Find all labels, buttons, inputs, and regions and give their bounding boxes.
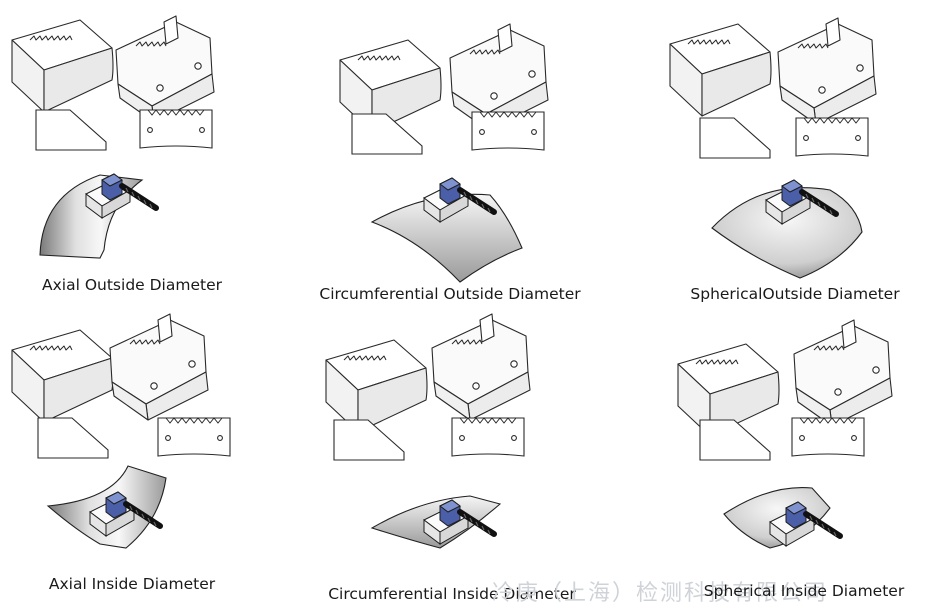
set-axial-inside — [11, 313, 231, 549]
caption-axial-inside: Axial Inside Diameter — [48, 575, 216, 593]
set-spherical-inside — [677, 319, 893, 548]
set-axial-outside — [11, 15, 215, 259]
caption-circumferential-inside: Circumferential Inside Diameter — [328, 585, 576, 603]
set-circumferential-outside — [339, 23, 549, 283]
caption-spherical-inside: Spherical Inside Diameter — [703, 582, 905, 600]
set-circumferential-inside — [325, 313, 531, 549]
set-spherical-outside — [669, 17, 877, 279]
spherical-outside-shoe — [711, 187, 863, 279]
caption-spherical-outside: SphericalOutside Diameter — [690, 285, 900, 303]
caption-axial-outside: Axial Outside Diameter — [42, 276, 222, 294]
watermark-text: 冷庚（上海）检测科技有限公司 — [492, 581, 829, 606]
caption-circumferential-outside: Circumferential Outside Diameter — [319, 285, 581, 303]
